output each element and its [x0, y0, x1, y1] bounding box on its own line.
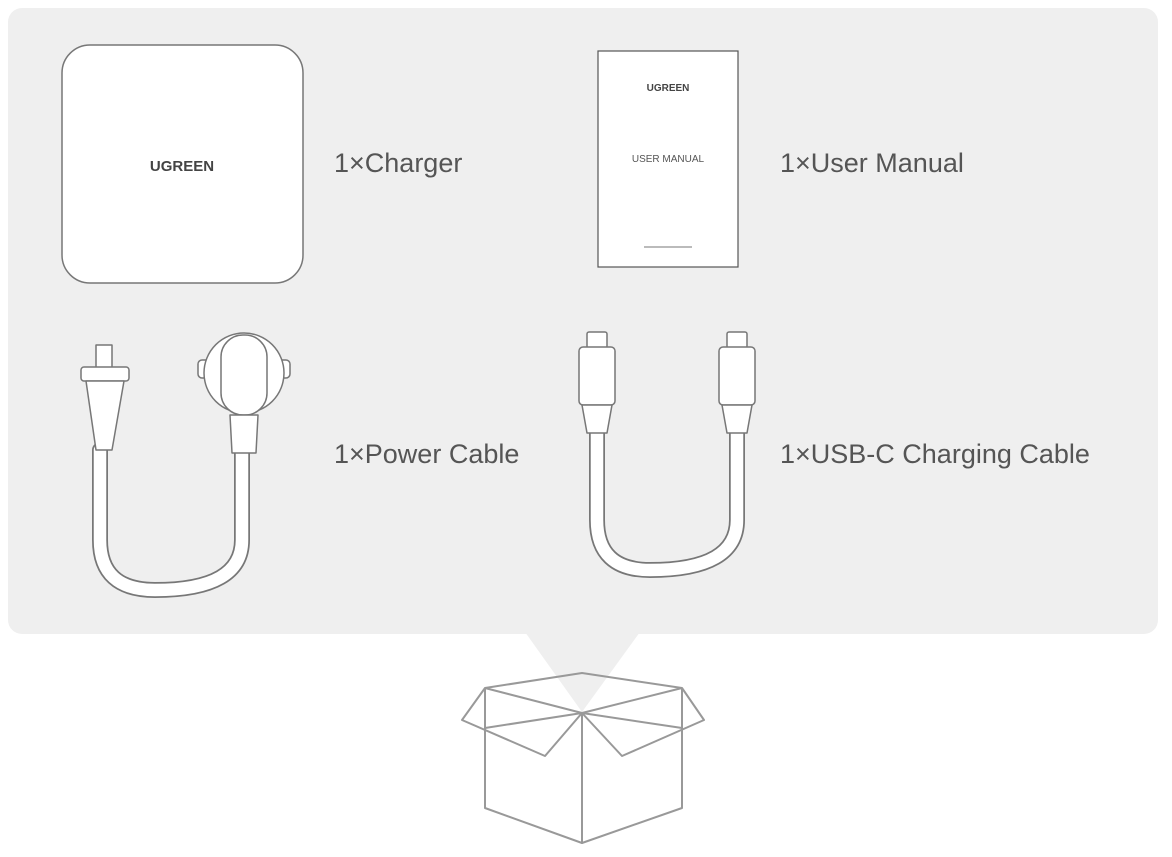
power-cable-icon [80, 332, 291, 598]
manual-title: USER MANUAL [632, 154, 705, 165]
manual-brand: UGREEN [647, 83, 690, 94]
usb-c-cable-label: 1×USB-C Charging Cable [780, 439, 1090, 469]
user-manual-label: 1×User Manual [780, 148, 964, 178]
open-box-icon [461, 672, 705, 844]
charger-brand: UGREEN [150, 158, 214, 175]
power-cable-label: 1×Power Cable [334, 439, 520, 469]
charger-label: 1×Charger [334, 148, 463, 178]
usb-c-cable-icon [578, 331, 756, 578]
user-manual-icon: UGREEN USER MANUAL [597, 50, 739, 268]
charger-icon: UGREEN [61, 44, 304, 284]
